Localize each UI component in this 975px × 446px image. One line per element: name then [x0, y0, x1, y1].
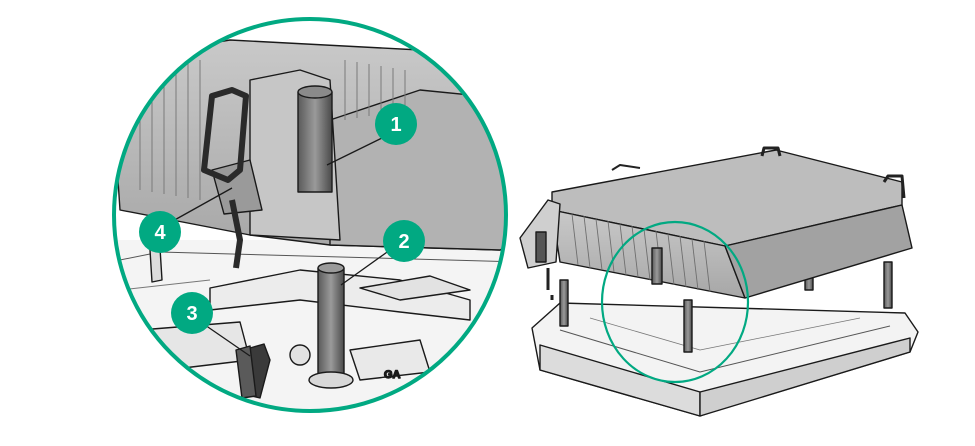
callout-2-badge	[383, 220, 425, 262]
callout-3-badge	[171, 292, 213, 334]
board-mark: GA	[384, 369, 401, 381]
callout-3: 3	[171, 292, 213, 334]
callout-4-badge	[139, 211, 181, 253]
inset-frame-circle	[112, 17, 508, 413]
heatsink-side-face	[724, 204, 913, 299]
callout-1-badge	[375, 103, 417, 145]
zoom-indicator-circle	[600, 220, 750, 384]
callout-2-label: 2	[398, 231, 409, 253]
callout-4: 4	[139, 211, 181, 253]
callout-2: 2	[383, 220, 425, 262]
callout-1: 1	[375, 103, 417, 145]
callout-4-label: 4	[154, 222, 166, 244]
inset-anti-tilt-wire	[201, 87, 249, 183]
callout-leaders	[170, 137, 391, 357]
inset-captive-screw	[297, 91, 333, 193]
callout-1-label: 1	[390, 114, 401, 136]
heatsink-assembly	[519, 146, 919, 417]
inset-standoff-post	[317, 267, 345, 379]
callout-3-label: 3	[186, 303, 197, 325]
